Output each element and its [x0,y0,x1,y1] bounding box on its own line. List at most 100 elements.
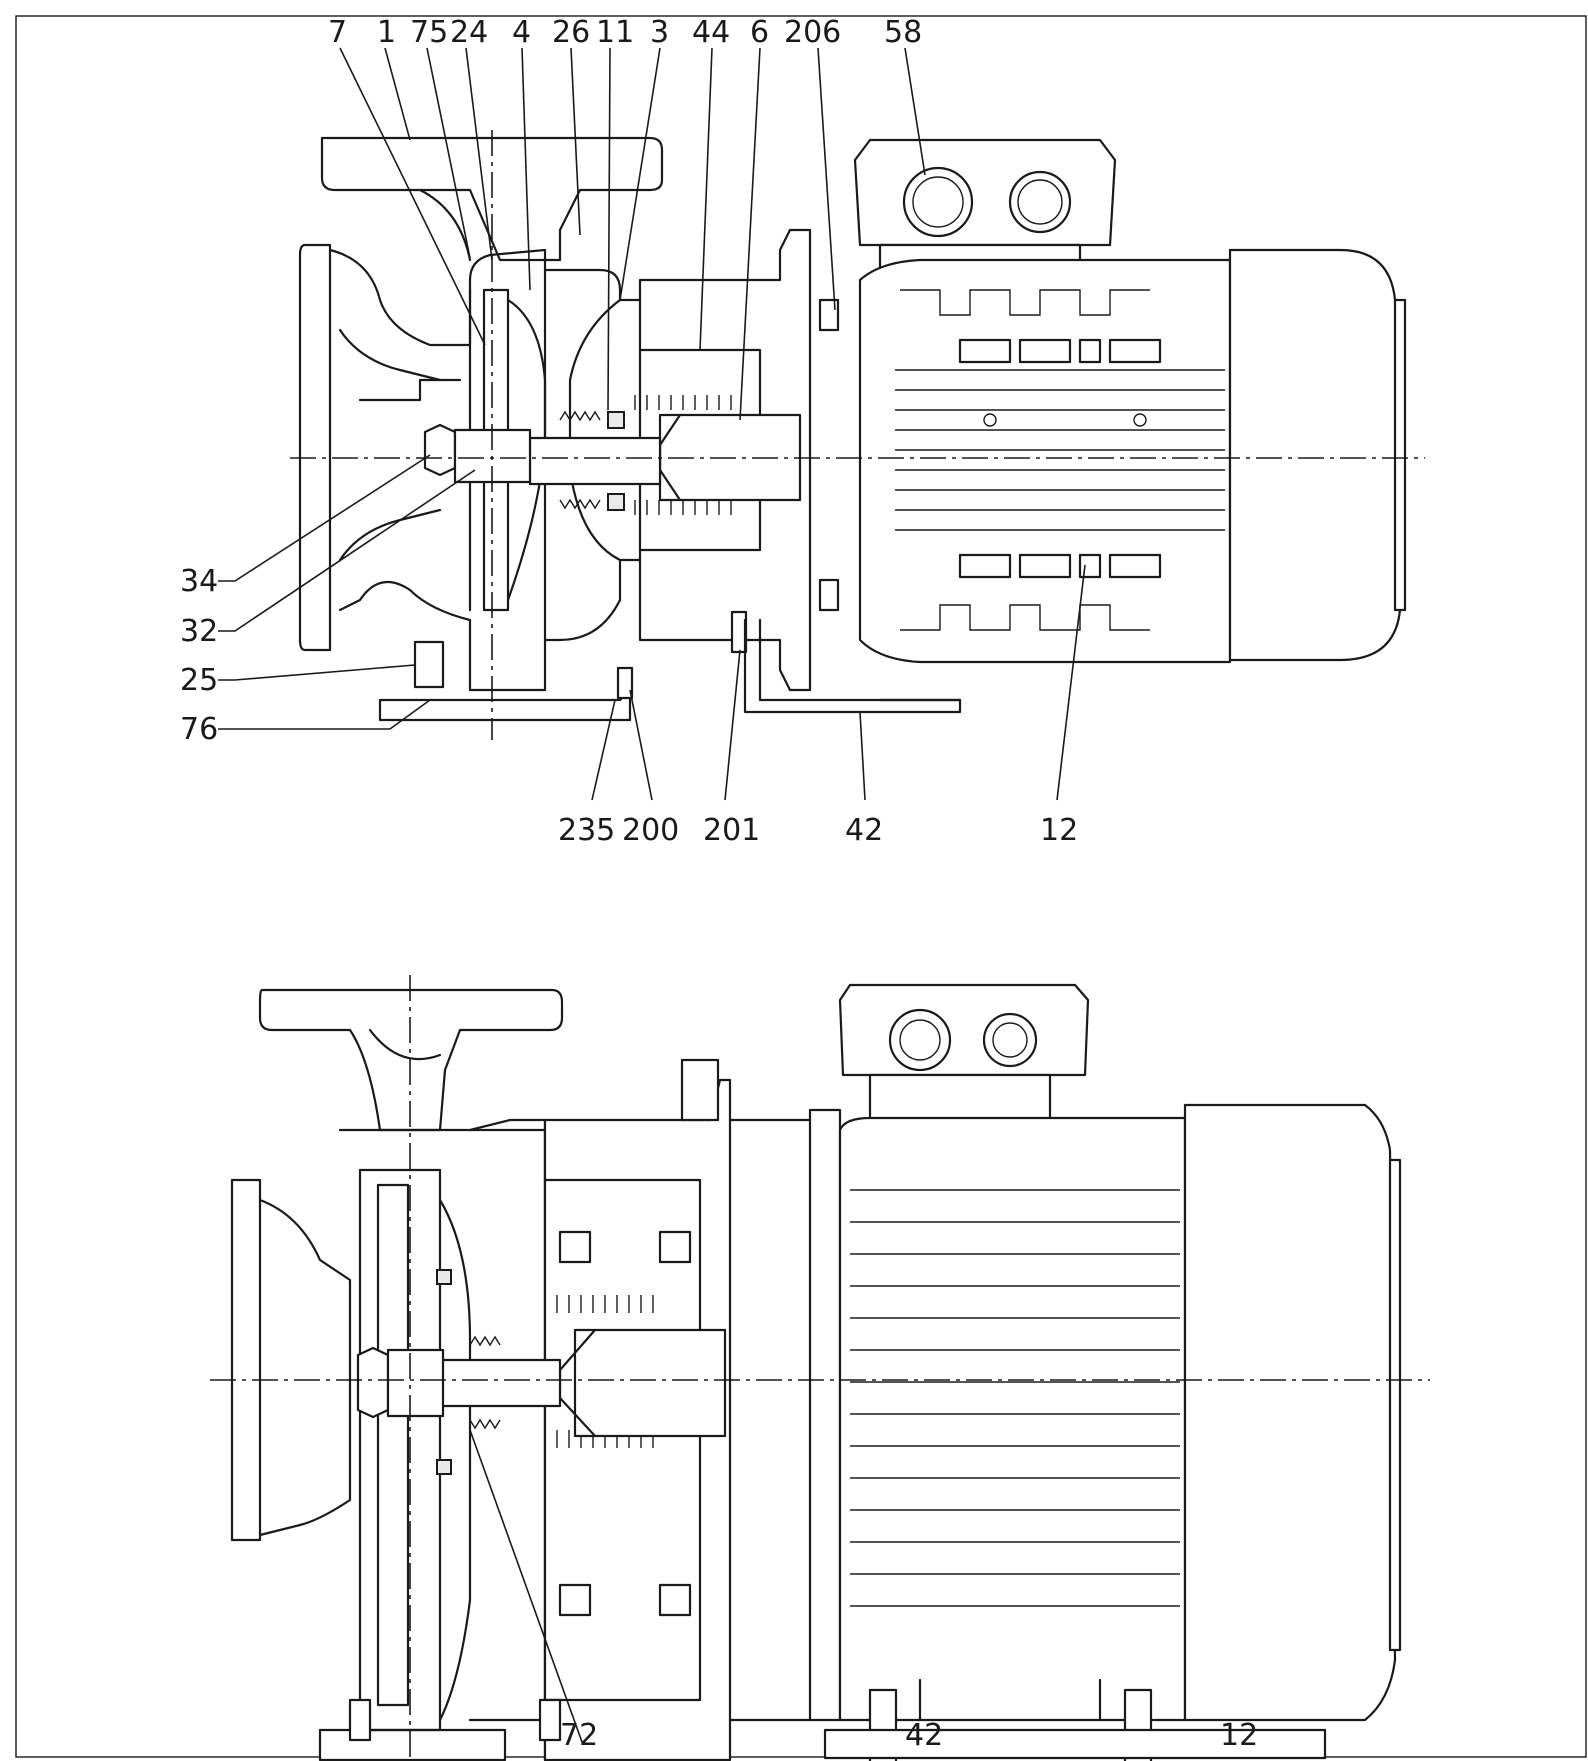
seal-ring-lower [607,493,625,511]
pump-shaft-2 [438,1358,562,1408]
pump-casing [328,248,547,692]
motor-winding-upper [958,338,1162,364]
stator-pin-1 [983,413,997,427]
discharge-flange-2 [258,988,564,1132]
cable-gland-2 [1008,170,1072,234]
cable-gland-4-inner [992,1022,1028,1058]
impeller-chamber-2 [358,1168,442,1732]
mechanical-seal-spring [559,410,601,510]
label-1: 1 [377,15,396,50]
terminal-box-2 [838,983,1090,1077]
adapter-ribs-2 [544,1295,654,1448]
plug-235 [616,666,634,700]
fan-cover-2 [1183,1103,1397,1722]
cable-gland-1 [902,166,974,238]
cable-gland-3 [888,1008,952,1072]
cable-gland-1-inner [912,176,964,228]
cable-gland-3-inner [899,1019,941,1061]
support-foot-2 [318,1728,507,1761]
rib-block-3 [558,1583,592,1617]
label-72: 72 [560,1718,598,1753]
coupling-sleeve-2 [573,1328,727,1438]
motor-cooling-fins [895,289,1225,631]
label-11: 11 [596,15,634,50]
motor-housing [858,258,1232,664]
label-206: 206 [784,15,841,50]
pump-shaft [528,436,662,486]
mechanical-seal-spring-2 [469,1335,501,1430]
impeller-nut [423,423,457,477]
flange-bolt-upper [818,298,840,332]
foot-bolt [413,640,445,689]
label-75: 75 [410,15,448,50]
foot-bolt-2b [348,1698,372,1742]
left-leader-lines [218,454,476,730]
rib-block-1 [558,1230,592,1264]
seal-ring-upper [607,411,625,429]
bottom-leader-lines [591,564,1086,801]
fan-cover-end [1393,298,1407,612]
flange-bolt-2 [680,1058,720,1122]
seal-chamber [568,298,622,562]
casing-cover-2 [468,1128,547,1722]
label-26: 26 [552,15,590,50]
label-3: 3 [650,15,669,50]
cable-gland-2-inner [1017,179,1063,225]
label-4: 4 [512,15,531,50]
flange-bolt-lower [818,578,840,612]
discharge-flange [320,136,664,262]
label-7: 7 [328,15,347,50]
seal-ring-2-upper [436,1269,452,1285]
support-foot [378,688,632,722]
cable-gland-4 [982,1012,1038,1068]
terminal-box [853,138,1117,247]
bottom-sectional-view [210,975,1430,1761]
discharge-throat-2 [368,1028,442,1061]
label-58: 58 [884,15,922,50]
motor-feet [918,1678,1102,1722]
rib-block-4 [658,1583,692,1617]
label-200: 200 [622,813,679,848]
suction-flange-2 [230,1178,262,1542]
top-sectional-view: 7 1 75 24 4 26 11 3 44 6 206 58 34 32 25… [180,15,1425,848]
fan-cover [1228,248,1402,662]
casing-outline-2 [338,1118,547,1761]
motor-winding-lower [958,553,1162,579]
motor-cooling-fins-2 [850,1189,1180,1607]
impeller-vane-2 [376,1183,410,1707]
impeller-hub-2 [386,1348,445,1418]
motor-support-bracket [743,618,962,714]
label-76: 76 [180,712,218,747]
leader-72 [469,1429,583,1743]
foot-bolt-2 [538,1698,562,1742]
rib-block-2 [658,1230,692,1264]
impeller-nut-2 [356,1346,390,1419]
flange-joint [728,1118,812,1722]
seal-ring-2-lower [436,1459,452,1475]
label-201: 201 [703,813,760,848]
label-32: 32 [180,614,218,649]
label-42-bottom: 42 [905,1718,943,1753]
adapter-ribs [634,395,732,515]
top-leader-lines [339,47,926,421]
label-12-top: 12 [1040,813,1078,848]
label-12-bottom: 12 [1220,1718,1258,1753]
base-plate-42 [823,1728,1327,1760]
impeller-back-2 [438,1198,472,1722]
label-42-top: 42 [845,813,883,848]
terminal-box-base-2 [868,1073,1052,1122]
inlet-passage [358,378,462,402]
fan-cover-end-2 [1388,1158,1402,1652]
suction-neck [258,1198,352,1537]
label-235: 235 [558,813,615,848]
label-44: 44 [692,15,730,50]
label-24: 24 [450,15,488,50]
suction-flange [298,243,332,652]
label-34: 34 [180,564,218,599]
motor-body-2 [838,1116,1187,1722]
label-25: 25 [180,663,218,698]
stator-pin-2 [1133,413,1147,427]
drawing-frame [15,15,1587,1758]
